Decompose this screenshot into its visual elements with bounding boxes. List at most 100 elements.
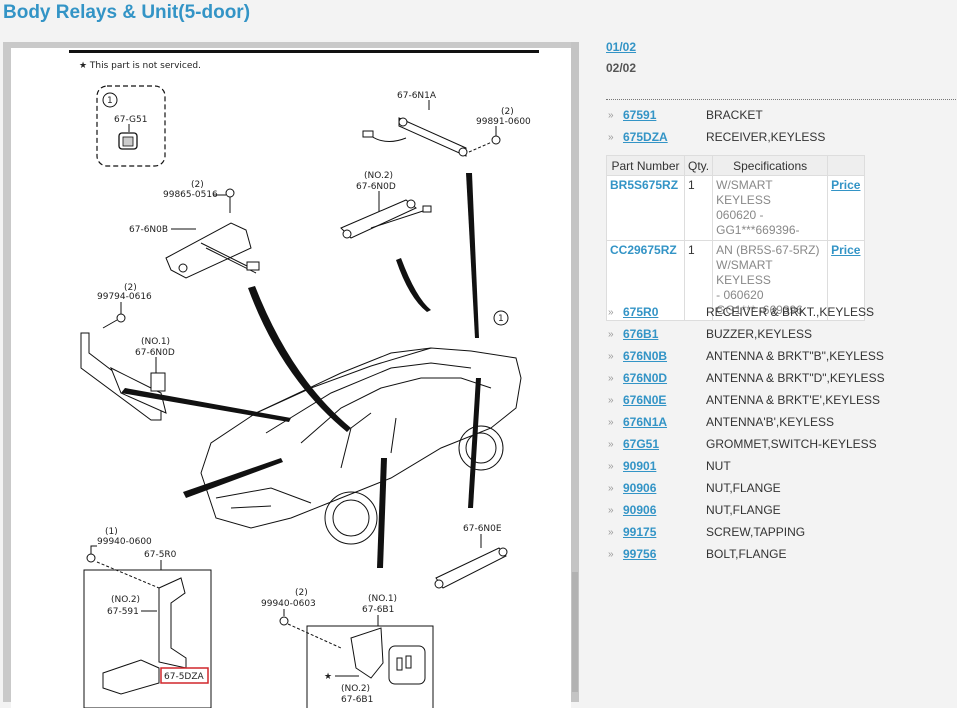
double-chevron-icon: » <box>608 461 614 472</box>
price-link[interactable]: Price <box>831 178 861 192</box>
antenna-67-6n1a[interactable]: 67-6N1A (2) 99891-0600 <box>362 91 531 157</box>
svg-text:67-6N0B: 67-6N0B <box>129 225 168 235</box>
quantity: 1 <box>683 240 714 321</box>
part-code-link[interactable]: 675DZA <box>623 130 668 144</box>
part-description: ANTENNA & BRKT"D",KEYLESS <box>706 371 885 385</box>
part-code-link[interactable]: 676N0E <box>623 393 667 407</box>
diagram-pagination: 01/02 02/02 <box>606 40 956 81</box>
svg-text:67-6N0D: 67-6N0D <box>356 182 396 192</box>
part-code-link[interactable]: 676N1A <box>623 415 668 429</box>
spec-line: W/SMART KEYLESS <box>716 178 773 207</box>
part-code-link[interactable]: 675R0 <box>623 305 659 319</box>
svg-text:(NO.2): (NO.2) <box>111 595 140 605</box>
ref-1-label: 1 <box>498 314 504 324</box>
part-description: NUT <box>706 459 731 473</box>
part-code-link[interactable]: 676B1 <box>623 327 659 341</box>
svg-text:(NO.1): (NO.1) <box>141 337 170 347</box>
price-link[interactable]: Price <box>831 243 861 257</box>
antenna-67-6n0b[interactable]: (2) 99865-0516 67-6N0B <box>129 180 260 279</box>
part-code-link[interactable]: 99756 <box>623 547 657 561</box>
page-link-01[interactable]: 01/02 <box>606 40 637 54</box>
part-code-link[interactable]: 676N0D <box>623 371 668 385</box>
receiver-67-5r0[interactable]: (1) 99940-0600 67-5R0 (NO.2) 67-591 67-5… <box>83 527 212 708</box>
svg-text:67-6N1A: 67-6N1A <box>397 91 437 101</box>
svg-text:99865-0516: 99865-0516 <box>163 190 218 200</box>
double-chevron-icon: » <box>608 395 614 406</box>
header-specifications: Specifications <box>712 155 829 176</box>
svg-text:★: ★ <box>324 672 332 682</box>
double-chevron-icon: » <box>608 132 614 143</box>
double-chevron-icon: » <box>608 417 614 428</box>
part-code-link[interactable]: 67G51 <box>623 437 660 451</box>
parts-list-top: » 67591 BRACKET » 675DZA RECEIVER,KEYLES… <box>606 106 956 150</box>
spec-line: 060620 - <box>716 208 764 222</box>
part-number: CC29675RZ <box>606 240 685 321</box>
diagram-top-rule <box>69 50 539 53</box>
parts-diagram[interactable]: ★ This part is not serviced. 1 67-G51 67… <box>11 48 571 708</box>
part-description: NUT,FLANGE <box>706 503 781 517</box>
buzzer-67-6b1[interactable]: (2) 99940-0603 (NO.1) 67-6B1 ★ (NO.2) 67… <box>261 588 434 708</box>
svg-text:99940-0603: 99940-0603 <box>261 599 316 609</box>
part-row: » 676N0E ANTENNA & BRKT'E',KEYLESS <box>606 391 956 413</box>
part-description: RECEIVER & BRKT.,KEYLESS <box>706 305 875 319</box>
double-chevron-icon: » <box>608 329 614 340</box>
diagram-viewer: ★ This part is not serviced. 1 67-G51 67… <box>3 42 579 708</box>
double-chevron-icon: » <box>608 373 614 384</box>
highlighted-part-label[interactable]: 67-5DZA <box>164 672 205 682</box>
part-code-link[interactable]: 90906 <box>623 503 657 517</box>
divider <box>606 99 956 100</box>
part-description: ANTENNA'B',KEYLESS <box>706 415 834 429</box>
diagram-scrollbar-thumb[interactable] <box>572 572 578 692</box>
spec-table-header: Part Number Qty. Specifications <box>606 155 866 176</box>
part-description: NUT,FLANGE <box>706 481 781 495</box>
double-chevron-icon: » <box>608 110 614 121</box>
svg-text:(NO.2): (NO.2) <box>341 684 370 694</box>
part-code-link[interactable]: 676N0B <box>623 349 668 363</box>
part-code-link[interactable]: 90906 <box>623 481 657 495</box>
svg-text:67-591: 67-591 <box>107 607 139 617</box>
spec-table-row: BR5S675RZ 1 W/SMART KEYLESS 060620 - GG1… <box>606 175 866 241</box>
svg-text:67-G51: 67-G51 <box>114 115 147 125</box>
svg-text:1: 1 <box>107 96 113 106</box>
svg-text:99794-0616: 99794-0616 <box>97 292 152 302</box>
part-description: ANTENNA & BRKT"B",KEYLESS <box>706 349 884 363</box>
spec-table-row: CC29675RZ 1 AN (BR5S-67-5RZ) W/SMART KEY… <box>606 240 866 321</box>
svg-text:67-6N0D: 67-6N0D <box>135 348 175 358</box>
part-description: ANTENNA & BRKT'E',KEYLESS <box>706 393 880 407</box>
svg-text:(2): (2) <box>501 107 514 117</box>
antenna-67-6n0d-no2[interactable]: (NO.2) 67-6N0D <box>340 171 432 239</box>
svg-text:67-6N0E: 67-6N0E <box>463 524 502 534</box>
part-description: BUZZER,KEYLESS <box>706 327 813 341</box>
svg-text:(NO.1): (NO.1) <box>368 594 397 604</box>
part-description: RECEIVER,KEYLESS <box>706 130 826 144</box>
part-code-link[interactable]: 99175 <box>623 525 657 539</box>
grommet-67-g51[interactable]: 1 67-G51 <box>96 85 166 167</box>
highlighted-part-box <box>160 667 209 684</box>
svg-text:(1): (1) <box>105 527 118 537</box>
svg-text:99891-0600: 99891-0600 <box>476 117 531 127</box>
parts-diagram-svg: ★ This part is not serviced. 1 67-G51 67… <box>69 50 539 708</box>
quantity: 1 <box>683 175 714 241</box>
header-qty: Qty. <box>683 155 714 176</box>
double-chevron-icon: » <box>608 307 614 318</box>
diagram-scrollbar[interactable] <box>571 42 579 702</box>
spec-line: - 060620 <box>716 288 764 302</box>
part-code-link[interactable]: 67591 <box>623 108 657 122</box>
double-chevron-icon: » <box>608 549 614 560</box>
not-serviced-note: ★ This part is not serviced. <box>79 61 201 71</box>
part-row: » 675DZA RECEIVER,KEYLESS <box>606 128 956 150</box>
part-row: » 676B1 BUZZER,KEYLESS <box>606 325 956 347</box>
part-row: » 676N0D ANTENNA & BRKT"D",KEYLESS <box>606 369 956 391</box>
double-chevron-icon: » <box>608 527 614 538</box>
header-price <box>827 155 866 176</box>
specifications: W/SMART KEYLESS 060620 - GG1***669396- <box>712 175 829 241</box>
page-title: Body Relays & Unit(5-door) <box>3 2 251 23</box>
part-code-link[interactable]: 90901 <box>623 459 657 473</box>
antenna-67-6n0e[interactable]: 67-6N0E <box>434 524 508 589</box>
part-row: » 90901 NUT <box>606 457 956 479</box>
